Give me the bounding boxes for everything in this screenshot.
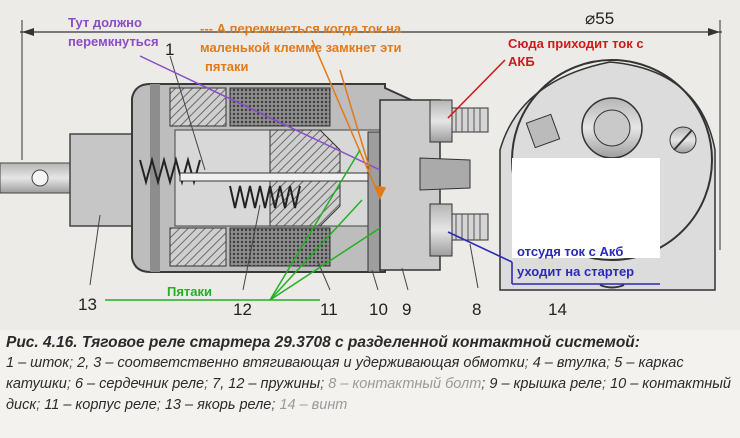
caption-part: 2, 3 – соответственно втягивающая и удер… <box>77 355 525 371</box>
note-battery-in-line-2: АКБ <box>508 54 535 69</box>
caption-part: 7, 12 – пружины <box>212 376 321 392</box>
note-switch-line-2: перемкнуться <box>68 34 159 49</box>
blank-patch <box>512 158 660 258</box>
label-9: 9 <box>402 300 411 319</box>
dimension-label: ⌀55 <box>585 9 614 28</box>
coil-frame-upper <box>169 87 227 127</box>
starter-relay-diagram: 1 13 12 11 10 9 8 14 ⌀55 Тут должно пере… <box>0 9 722 319</box>
note-battery-out-line-1: отсудя ток с Акб <box>517 244 623 259</box>
caption-part: 14 – винт <box>279 397 348 413</box>
contact-disc <box>367 131 381 273</box>
annotations: Тут должно перемкнуться --- А перемкнеть… <box>68 15 644 299</box>
contact-bolt-upper <box>429 99 489 143</box>
caption-separator: ; <box>481 376 490 392</box>
caption-separator: ; <box>271 397 280 413</box>
caption-separator: ; <box>204 376 213 392</box>
winding-lower-hold <box>229 227 331 267</box>
blue-pointer <box>447 231 660 285</box>
note-battery-out-line-2: уходит на стартер <box>517 264 634 279</box>
label-8: 8 <box>472 300 481 319</box>
coil-frame-lower <box>169 227 227 267</box>
note-contacts: Пятаки <box>167 284 212 299</box>
caption-part: 6 – сердечник реле <box>74 376 205 392</box>
caption-separator: ; <box>156 397 165 413</box>
relay-cover <box>379 99 441 271</box>
label-10: 10 <box>369 300 388 319</box>
caption-separator: ; <box>320 376 329 392</box>
leader-lines <box>89 55 479 291</box>
caption-part: 9 – крышка реле <box>489 376 602 392</box>
red-pointer <box>447 59 506 119</box>
caption-title: Рис. 4.16. Тяговое реле стартера 29.3708… <box>6 334 640 351</box>
label-11: 11 <box>320 300 338 319</box>
caption-parts: 1 – шток; 2, 3 – соответственно втягиваю… <box>6 353 736 416</box>
caption-separator: ; <box>602 376 611 392</box>
caption-separator: ; <box>606 355 615 371</box>
caption-separator: ; <box>66 376 75 392</box>
note-switch-line-1: Тут должно <box>68 15 142 30</box>
label-12: 12 <box>233 300 252 319</box>
caption-part: 10 – контактный диск <box>6 376 731 413</box>
label-13: 13 <box>78 295 97 314</box>
contact-bolt-lower <box>429 203 489 257</box>
winding-upper-pull-in <box>229 87 331 127</box>
caption-part: 11 – корпус реле <box>44 397 157 413</box>
purple-pointer <box>139 55 381 171</box>
figure-caption: Рис. 4.16. Тяговое реле стартера 29.3708… <box>6 332 736 416</box>
label-1: 1 <box>165 40 174 59</box>
dimension-line <box>20 20 722 250</box>
label-14: 14 <box>548 300 567 319</box>
note-closes-line-1: --- А перемкнеться когда ток на <box>200 21 402 36</box>
small-terminal <box>419 157 471 191</box>
note-closes-line-3: пятаки <box>205 59 249 74</box>
orange-pointers <box>311 39 387 200</box>
caption-part: 5 – каркас катушки <box>6 355 684 392</box>
note-battery-in-line-1: Сюда приходит ток с <box>508 36 644 51</box>
part-numbers: 1 13 12 11 10 9 8 14 <box>78 40 567 319</box>
caption-part: 8 – контактный болт <box>328 376 482 392</box>
caption-part: 1 – шток <box>6 355 70 371</box>
caption-separator: ; <box>69 355 78 371</box>
caption-part: 4 – втулка <box>532 355 607 371</box>
green-pointers <box>105 149 381 301</box>
caption-separator: ; <box>36 397 45 413</box>
caption-part: 13 – якорь реле <box>164 397 272 413</box>
spring-12 <box>229 185 301 209</box>
note-closes-line-2: маленькой клемме замкнет эти <box>200 40 402 55</box>
caption-separator: ; <box>524 355 533 371</box>
spring-7 <box>139 156 201 186</box>
